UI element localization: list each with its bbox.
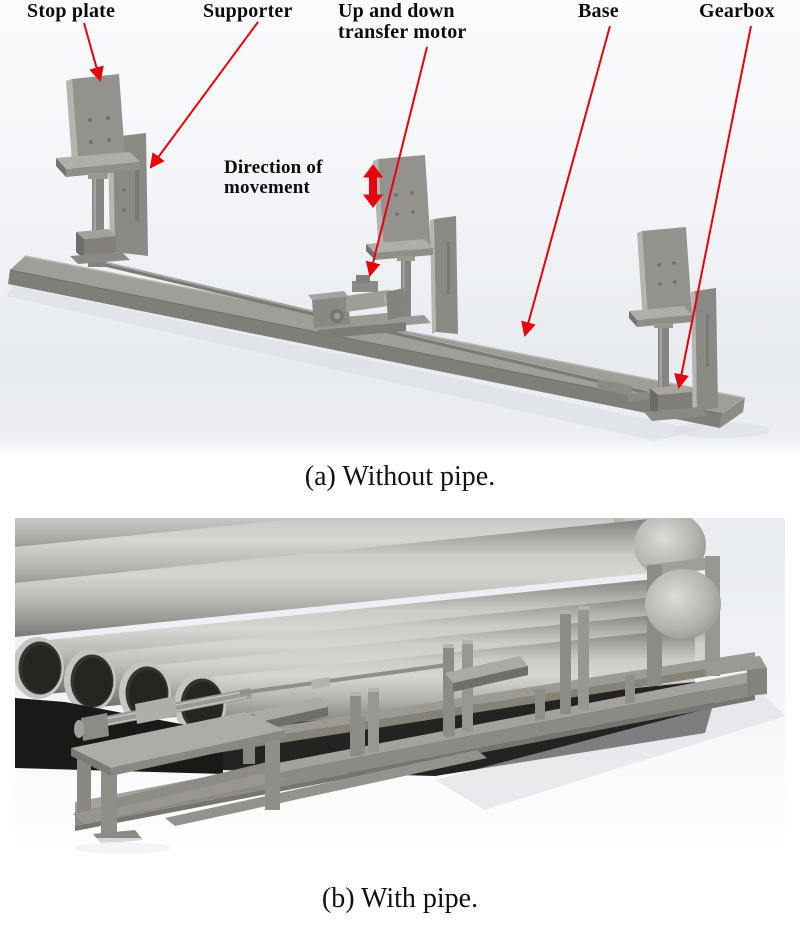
- render-b-bottom-fade: [15, 838, 785, 873]
- base-plate: [8, 255, 746, 428]
- supporter-assembly-right: [629, 227, 718, 412]
- label-direction-line1: Direction of: [224, 157, 323, 178]
- label-supporter: Supporter: [203, 0, 293, 22]
- arrow-gearbox: [674, 25, 752, 390]
- caption-panel-b: (b) With pipe.: [321, 883, 479, 914]
- label-base: Base: [578, 0, 619, 22]
- supporter-assembly-middle: [366, 155, 458, 334]
- arrow-up-down-motor: [365, 46, 428, 278]
- label-up-down-motor-line1: Up and down: [338, 0, 455, 22]
- stop-plate: [378, 155, 431, 255]
- push-rod: [239, 663, 448, 695]
- up-down-transfer-motor: [308, 275, 406, 339]
- rack-shadow: [435, 694, 785, 810]
- up-down-arrow-icon: [363, 164, 383, 208]
- annotation-arrows: [83, 21, 752, 390]
- linear-actuator: [74, 663, 448, 741]
- label-up-down-motor: Up and down transfer motor: [338, 1, 467, 43]
- base-shadow: [6, 286, 770, 441]
- cad-render-with-pipe: [15, 518, 785, 873]
- pipe: [15, 518, 670, 637]
- stop-plate: [72, 74, 126, 174]
- table-top: [71, 712, 285, 768]
- stop-plate: [642, 227, 692, 320]
- transfer-table: [71, 663, 487, 854]
- label-gearbox: Gearbox: [699, 0, 775, 22]
- pipe-end-cap: [645, 569, 721, 639]
- cad-render-without-pipe: [0, 0, 800, 456]
- shaft-coupling: [597, 379, 632, 396]
- caption-panel-a: (a) Without pipe.: [304, 461, 496, 492]
- label-direction-line2: movement: [224, 177, 311, 198]
- label-direction-of-movement: Direction of movement: [224, 158, 323, 198]
- pipe-open-end: [15, 637, 64, 699]
- supporter-plate: [434, 216, 458, 334]
- rack-frame: [75, 556, 767, 831]
- render-a-bottom-fade: [0, 438, 800, 456]
- arrow-base: [521, 25, 611, 338]
- arrow-supporter: [149, 21, 259, 169]
- label-up-down-motor-line2: transfer motor: [338, 21, 467, 43]
- pipe-open-end: [64, 650, 116, 712]
- supporter-assembly-left: [56, 74, 148, 264]
- arrow-stop-plate: [83, 22, 104, 83]
- label-stop-plate: Stop plate: [27, 0, 116, 22]
